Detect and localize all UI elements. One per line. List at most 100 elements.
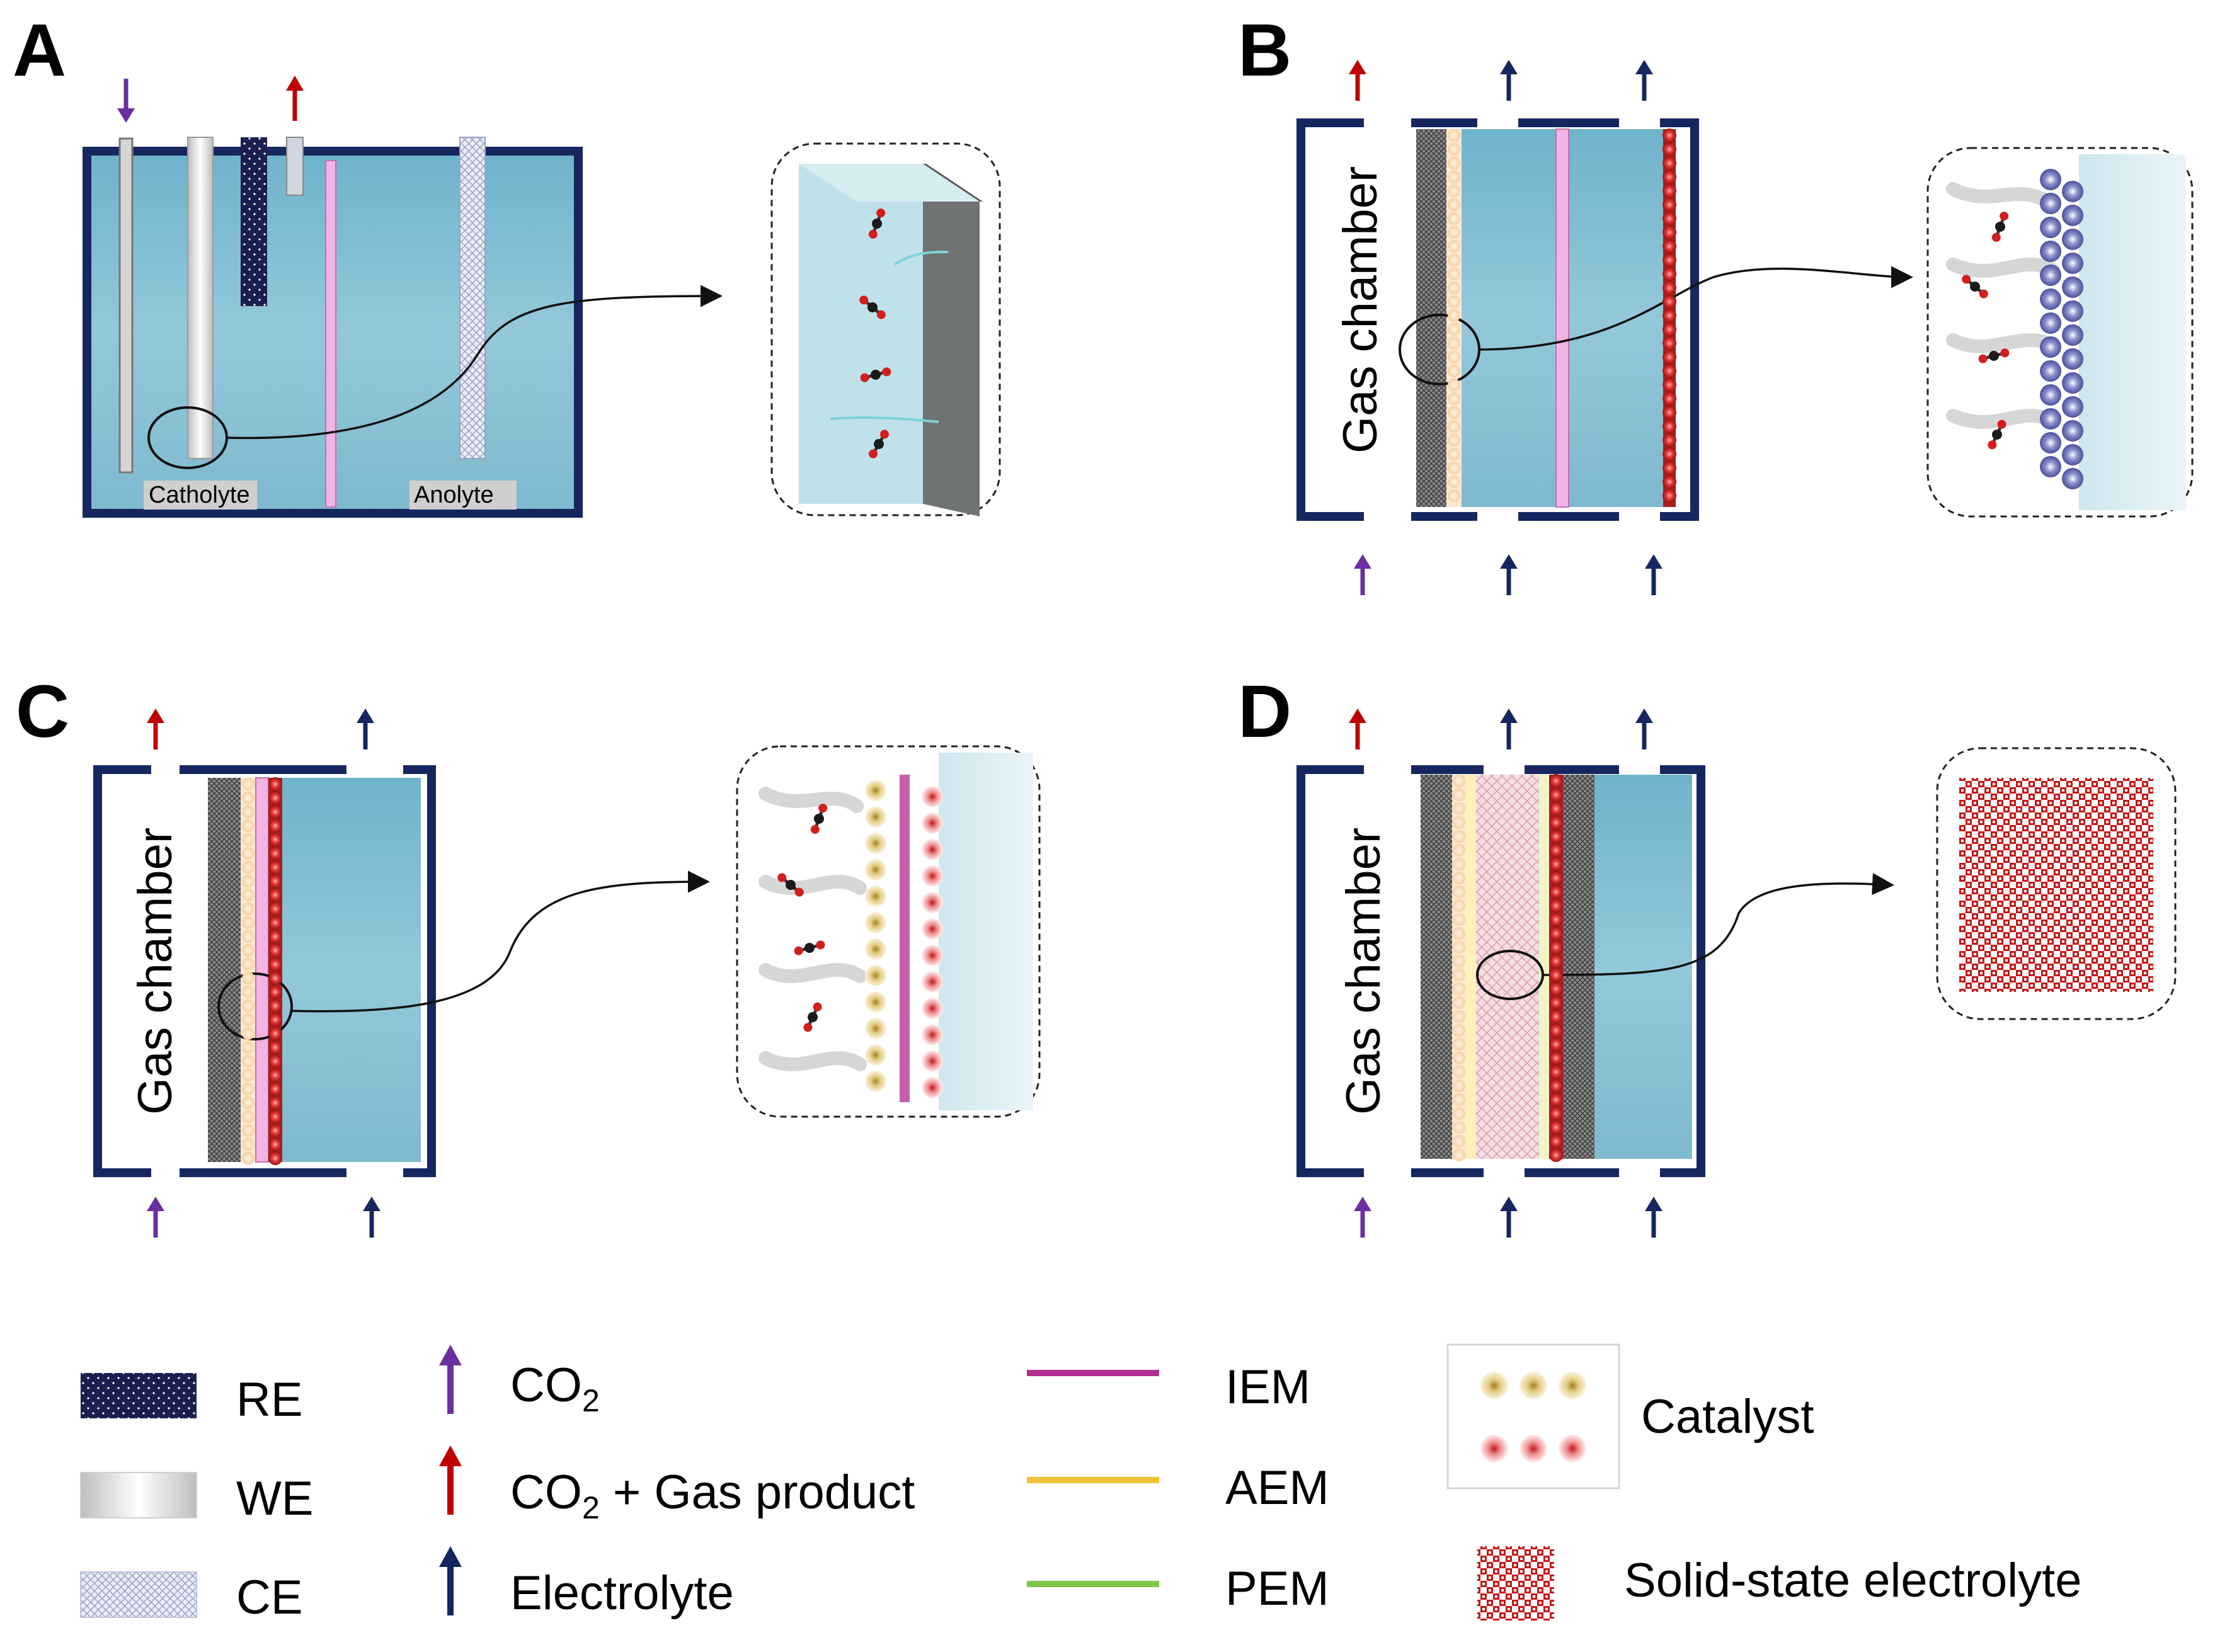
panel-b-letter: B [1238,9,1291,92]
panel-a-catholyte-label-bg [144,481,257,510]
catalyst-particle [1453,927,1465,940]
panel-d-zoom-solid-electrolyte [1959,778,2153,992]
catalyst-particle [1549,996,1563,1010]
panel-a-reference-electrode [241,137,267,306]
catalyst-particle [1453,1066,1465,1078]
catalyst-particle [1663,198,1676,212]
catalyst-particle [268,1124,282,1137]
catalyst-particle [922,918,943,940]
catalyst-particle [242,778,255,790]
catalyst-particle [242,903,255,915]
catalyst-particle [242,806,255,818]
catalyst-particle [242,819,255,832]
catalyst-particle [242,1110,255,1123]
catalyst-particle [1663,475,1676,489]
panel-d-aem [1466,775,1476,1159]
panel-c-product-outlet-arrow [147,709,164,749]
catalyst-particle [242,1097,255,1109]
catalyst-particle [1453,1149,1465,1161]
catalyst-particle [1453,844,1465,857]
legend-aem-swatch [1027,1477,1159,1483]
catalyst-particle [1663,212,1676,225]
catalyst-particle [1663,156,1676,170]
catalyst-particle [1453,913,1465,926]
catalyst-particle [1663,447,1676,461]
catalyst-particle [1453,983,1465,995]
catalyst-particle [1453,1052,1465,1064]
catalyst-particle [1549,885,1563,899]
panel-b-zoom-ionomer [1946,182,2061,429]
catalyst-particle [1663,267,1676,281]
catalyst-particle [1448,365,1460,377]
panel-d-electrolyte-inlet-arrow [1645,1197,1663,1238]
catalyst-particle [1448,171,1460,183]
legend-catalyst-red-sample [1480,1435,1508,1462]
legend-re-label: RE [236,1373,303,1427]
catalyst-particle [268,805,282,819]
panel-a-co2-inlet-arrow [117,79,135,123]
catalyst-particle [1663,392,1676,406]
catalyst-particle [268,1137,282,1151]
catalyst-particle [242,1083,255,1095]
legend-product-arrow [439,1445,462,1515]
panel-b-anolyte [1569,129,1663,507]
legend-pem-swatch [1027,1581,1159,1587]
catalyst-particle [2062,205,2083,226]
panel-c-membrane [255,777,269,1163]
catalyst-particle [268,777,282,791]
catalyst-particle [268,1151,282,1165]
catalyst-particle [268,916,282,930]
catalyst-particle [922,998,943,1019]
catalyst-particle [1453,858,1465,870]
catalyst-particle [1663,336,1676,350]
catalyst-particle [242,792,255,804]
legend-we-swatch [80,1472,197,1518]
catalyst-particle [2062,300,2083,322]
catalyst-particle [2062,468,2083,489]
catalyst-particle [1448,185,1460,197]
legend-catalyst-label: Catalyst [1641,1390,1814,1444]
panel-b: B Gas chamber [1238,9,2194,595]
catalyst-particle [2040,384,2061,406]
catalyst-particle [1453,1079,1465,1092]
panel-a-letter: A [13,9,66,92]
catalyst-particle [1448,282,1460,294]
catalyst-particle [242,1041,255,1054]
catalyst-particle [922,1077,943,1098]
catalyst-particle [1549,774,1563,788]
panel-b-membrane [1555,128,1569,508]
catalyst-particle [2040,360,2061,382]
panel-d-cell-frame [1296,765,1705,1177]
catalyst-particle [1663,239,1676,253]
catalyst-particle [242,1152,255,1165]
catalyst-particle [268,860,282,874]
catalyst-particle [242,875,255,887]
catalyst-particle [1549,1134,1563,1148]
catalyst-particle [2040,408,2061,430]
catalyst-particle [2062,181,2083,202]
catalyst-particle [2062,253,2083,274]
catalyst-particle [865,886,886,907]
catalyst-particle [268,833,282,846]
panel-b-electrolyte-outlet-arrow [1500,60,1518,101]
catalyst-particle [1448,476,1460,488]
catalyst-particle [1448,295,1460,308]
panel-b-chamber-label: Gas chamber [1334,166,1387,453]
catalyst-particle [1549,1093,1563,1107]
catalyst-particle [865,1071,886,1092]
catalyst-particle [1549,1148,1563,1162]
catalyst-particle [268,1068,282,1082]
panel-b-electrolyte-outlet-arrow [1635,60,1653,101]
legend-iem-label: IEM [1225,1360,1310,1414]
panel-d: D Gas chamber [1238,670,2177,1238]
catalyst-particle [1663,461,1676,475]
catalyst-particle [2040,193,2061,214]
catalyst-particle [1448,462,1460,474]
panel-c-electrolyte-outlet-arrow [357,709,374,749]
legend-catalyst-box [1446,1343,1620,1490]
catalyst-particle [865,938,886,960]
catalyst-particle [2062,229,2083,250]
catalyst-particle [1453,996,1465,1009]
catalyst-particle [1453,872,1465,884]
panel-d-pem [1539,775,1549,1159]
